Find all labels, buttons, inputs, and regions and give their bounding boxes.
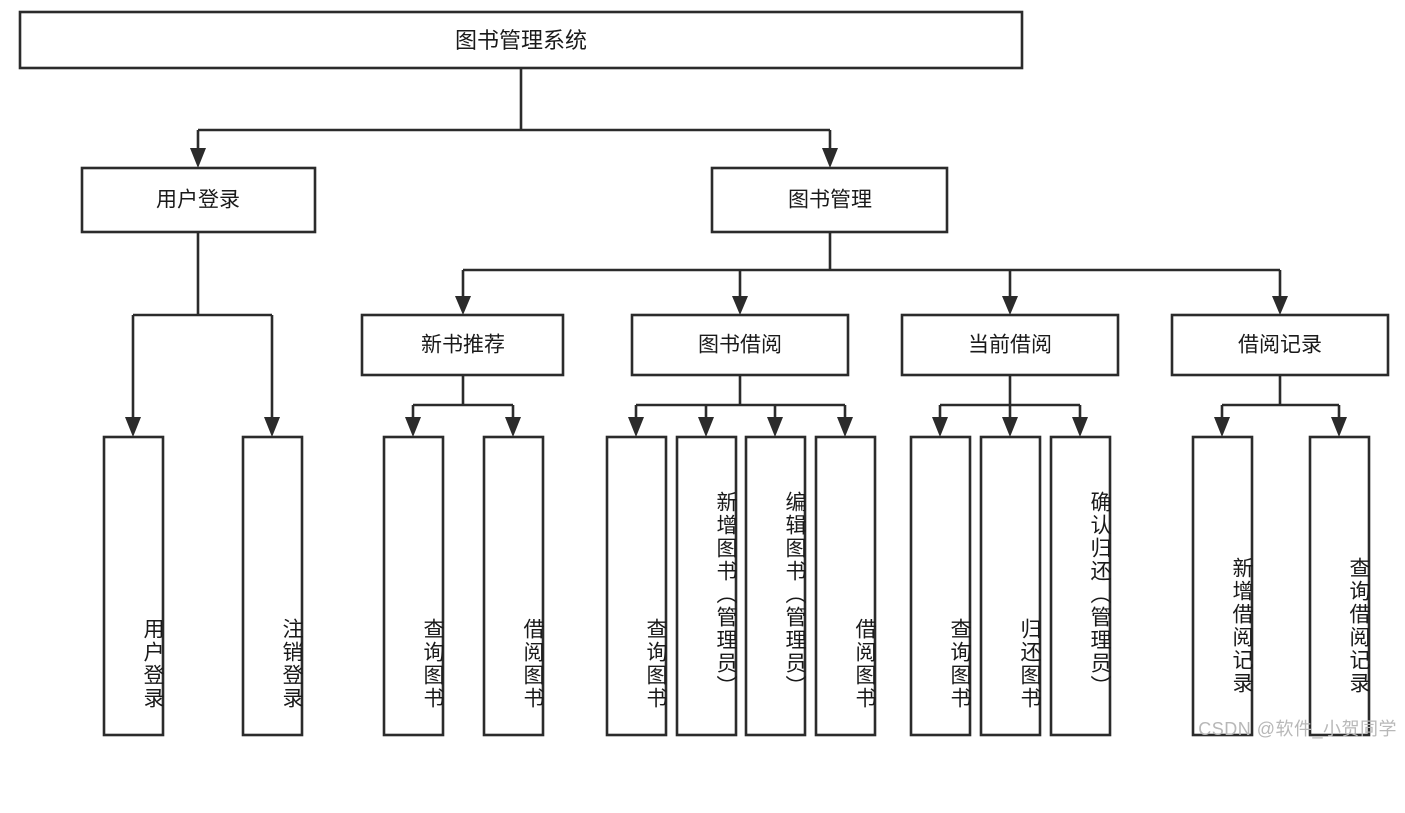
arrow-head-current-borrow bbox=[1002, 296, 1018, 315]
leaf-box-edit-book[interactable] bbox=[744, 435, 807, 737]
node-book-borrow-label: 图书借阅 bbox=[698, 334, 782, 357]
node-current-borrow-label: 当前借阅 bbox=[968, 334, 1052, 357]
node-book-borrow[interactable]: 图书借阅 bbox=[630, 313, 850, 377]
arrow-head-book-manage bbox=[822, 148, 838, 168]
node-borrow-record-label: 借阅记录 bbox=[1238, 334, 1322, 357]
leaf-box-borrow-book-2[interactable] bbox=[814, 435, 877, 737]
node-root[interactable]: 图书管理系统 bbox=[18, 10, 1024, 70]
arrow-head-leaf-return-book bbox=[1002, 417, 1018, 437]
leaf-box-query-book-3[interactable] bbox=[909, 435, 972, 737]
leaf-box-query-book-1[interactable] bbox=[382, 435, 445, 737]
arrow-head-leaf-borrow-book-2 bbox=[837, 417, 853, 437]
leaf-box-confirm-return[interactable] bbox=[1049, 435, 1112, 737]
arrow-head-leaf-add-record bbox=[1214, 417, 1230, 437]
arrow-head-leaf-query-book-1 bbox=[405, 417, 421, 437]
node-root-box[interactable] bbox=[18, 10, 1024, 70]
node-new-book-rec-label: 新书推荐 bbox=[421, 334, 505, 357]
leaf-box-user-login[interactable] bbox=[102, 435, 165, 737]
arrow-head-leaf-borrow-book-1 bbox=[505, 417, 521, 437]
leaf-box-borrow-book-1[interactable] bbox=[482, 435, 545, 737]
leaf-boxes-group bbox=[102, 435, 1371, 737]
arrow-head-leaf-user-logout bbox=[264, 417, 280, 437]
arrow-head-user-login bbox=[190, 148, 206, 168]
connectors-group bbox=[125, 68, 1347, 437]
arrow-head-leaf-confirm-return bbox=[1072, 417, 1088, 437]
leaf-box-query-record[interactable] bbox=[1308, 435, 1371, 737]
node-book-manage-label: 图书管理 bbox=[788, 189, 872, 212]
leaf-box-add-book[interactable] bbox=[675, 435, 738, 737]
node-current-borrow-box[interactable] bbox=[900, 313, 1120, 377]
node-borrow-record-box[interactable] bbox=[1170, 313, 1390, 377]
arrow-head-leaf-query-book-2 bbox=[628, 417, 644, 437]
node-root-label: 图书管理系统 bbox=[455, 28, 587, 53]
leaf-box-query-book-2[interactable] bbox=[605, 435, 668, 737]
arrow-head-leaf-query-record bbox=[1331, 417, 1347, 437]
node-book-manage-box[interactable] bbox=[710, 166, 949, 234]
leaf-box-user-logout[interactable] bbox=[241, 435, 304, 737]
leaf-box-add-record[interactable] bbox=[1191, 435, 1254, 737]
node-user-login-label: 用户登录 bbox=[156, 189, 240, 212]
node-borrow-record[interactable]: 借阅记录 bbox=[1170, 313, 1390, 377]
node-book-manage[interactable]: 图书管理 bbox=[710, 166, 949, 234]
node-new-book-rec[interactable]: 新书推荐 bbox=[360, 313, 565, 377]
node-user-login-box[interactable] bbox=[80, 166, 317, 234]
arrow-head-borrow-record bbox=[1272, 296, 1288, 315]
node-current-borrow[interactable]: 当前借阅 bbox=[900, 313, 1120, 377]
arrow-head-new-book-rec bbox=[455, 296, 471, 315]
diagram-canvas: 图书管理系统 用户登录 图书管理 新书推荐 图书借阅 当前借阅 借阅记录 bbox=[18, 10, 1390, 737]
node-user-login[interactable]: 用户登录 bbox=[80, 166, 317, 234]
node-book-borrow-box[interactable] bbox=[630, 313, 850, 377]
node-new-book-rec-box[interactable] bbox=[360, 313, 565, 377]
arrow-head-leaf-query-book-3 bbox=[932, 417, 948, 437]
flowchart-diagram: 图书管理系统 用户登录 图书管理 新书推荐 图书借阅 当前借阅 借阅记录 bbox=[18, 10, 1397, 739]
csdn-watermark: CSDN @软件_小贺同学 bbox=[1198, 719, 1397, 739]
arrow-head-leaf-edit-book bbox=[767, 417, 783, 437]
arrow-head-leaf-add-book bbox=[698, 417, 714, 437]
arrow-head-book-borrow bbox=[732, 296, 748, 315]
arrow-head-leaf-user-login bbox=[125, 417, 141, 437]
leaf-box-return-book[interactable] bbox=[979, 435, 1042, 737]
